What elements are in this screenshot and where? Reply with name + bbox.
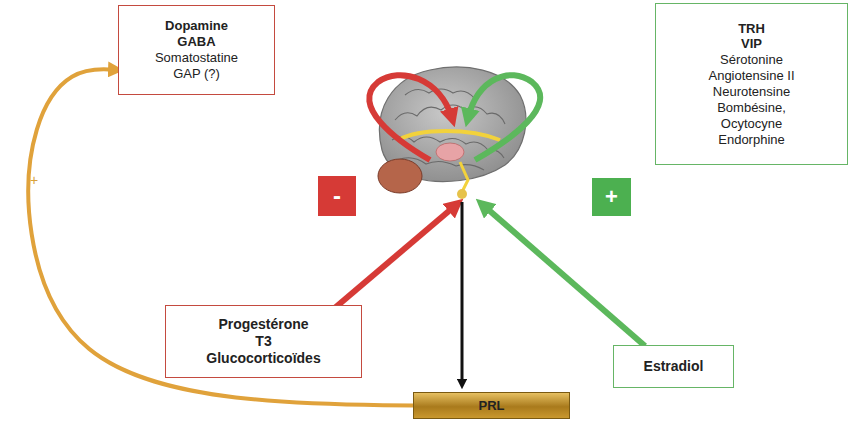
inhibition-loop-arrow <box>369 75 452 160</box>
node-text: Sérotonine <box>720 52 783 68</box>
node-text: Endorphine <box>718 132 785 148</box>
node-text: Angiotensine II <box>708 68 794 84</box>
edge-label: + <box>30 172 38 188</box>
node-text: Dopamine <box>165 18 228 34</box>
stimulator-hormone-box: Estradiol <box>613 345 734 388</box>
brain-gyri <box>392 89 505 170</box>
stimulation-loop-arrow <box>468 75 540 160</box>
corpus-callosum <box>398 131 500 140</box>
node-text: Bombésine, <box>717 100 786 116</box>
node-text: Progestérone <box>218 316 308 333</box>
node-text: PRL <box>479 398 505 414</box>
stimulator-box: TRHVIPSérotonineAngiotensine IINeurotens… <box>655 3 848 165</box>
pituitary-stalk <box>460 162 468 192</box>
pituitary <box>457 189 467 199</box>
feedback-arrow <box>28 69 413 405</box>
stimulation-arrow <box>483 205 645 346</box>
node-text: GAP (?) <box>173 66 220 82</box>
secretion-arrow <box>461 202 464 384</box>
inhibitor-box: DopamineGABASomatostatineGAP (?) <box>118 5 275 95</box>
node-text: - <box>333 181 341 210</box>
node-text: VIP <box>741 36 762 52</box>
cerebellum <box>378 159 422 193</box>
node-text: + <box>605 184 618 211</box>
node-text: GABA <box>177 34 215 50</box>
node-text: Somatostatine <box>155 50 238 66</box>
node-text: T3 <box>255 333 271 350</box>
thalamus <box>436 143 464 161</box>
inhibition-arrow <box>330 205 456 312</box>
node-text: Ocytocyne <box>721 116 782 132</box>
inhibitor-hormones-box: ProgestéroneT3Glucocorticoïdes <box>165 305 362 378</box>
node-text: Glucocorticoïdes <box>206 350 320 367</box>
stimulation-sign: + <box>592 178 631 216</box>
node-text: Estradiol <box>644 358 704 375</box>
node-text: TRH <box>738 21 765 37</box>
inhibition-sign: - <box>318 176 356 216</box>
brain-illustration <box>378 67 526 199</box>
prolactin-bar: PRL <box>413 392 570 419</box>
node-text: Neurotensine <box>713 84 790 100</box>
